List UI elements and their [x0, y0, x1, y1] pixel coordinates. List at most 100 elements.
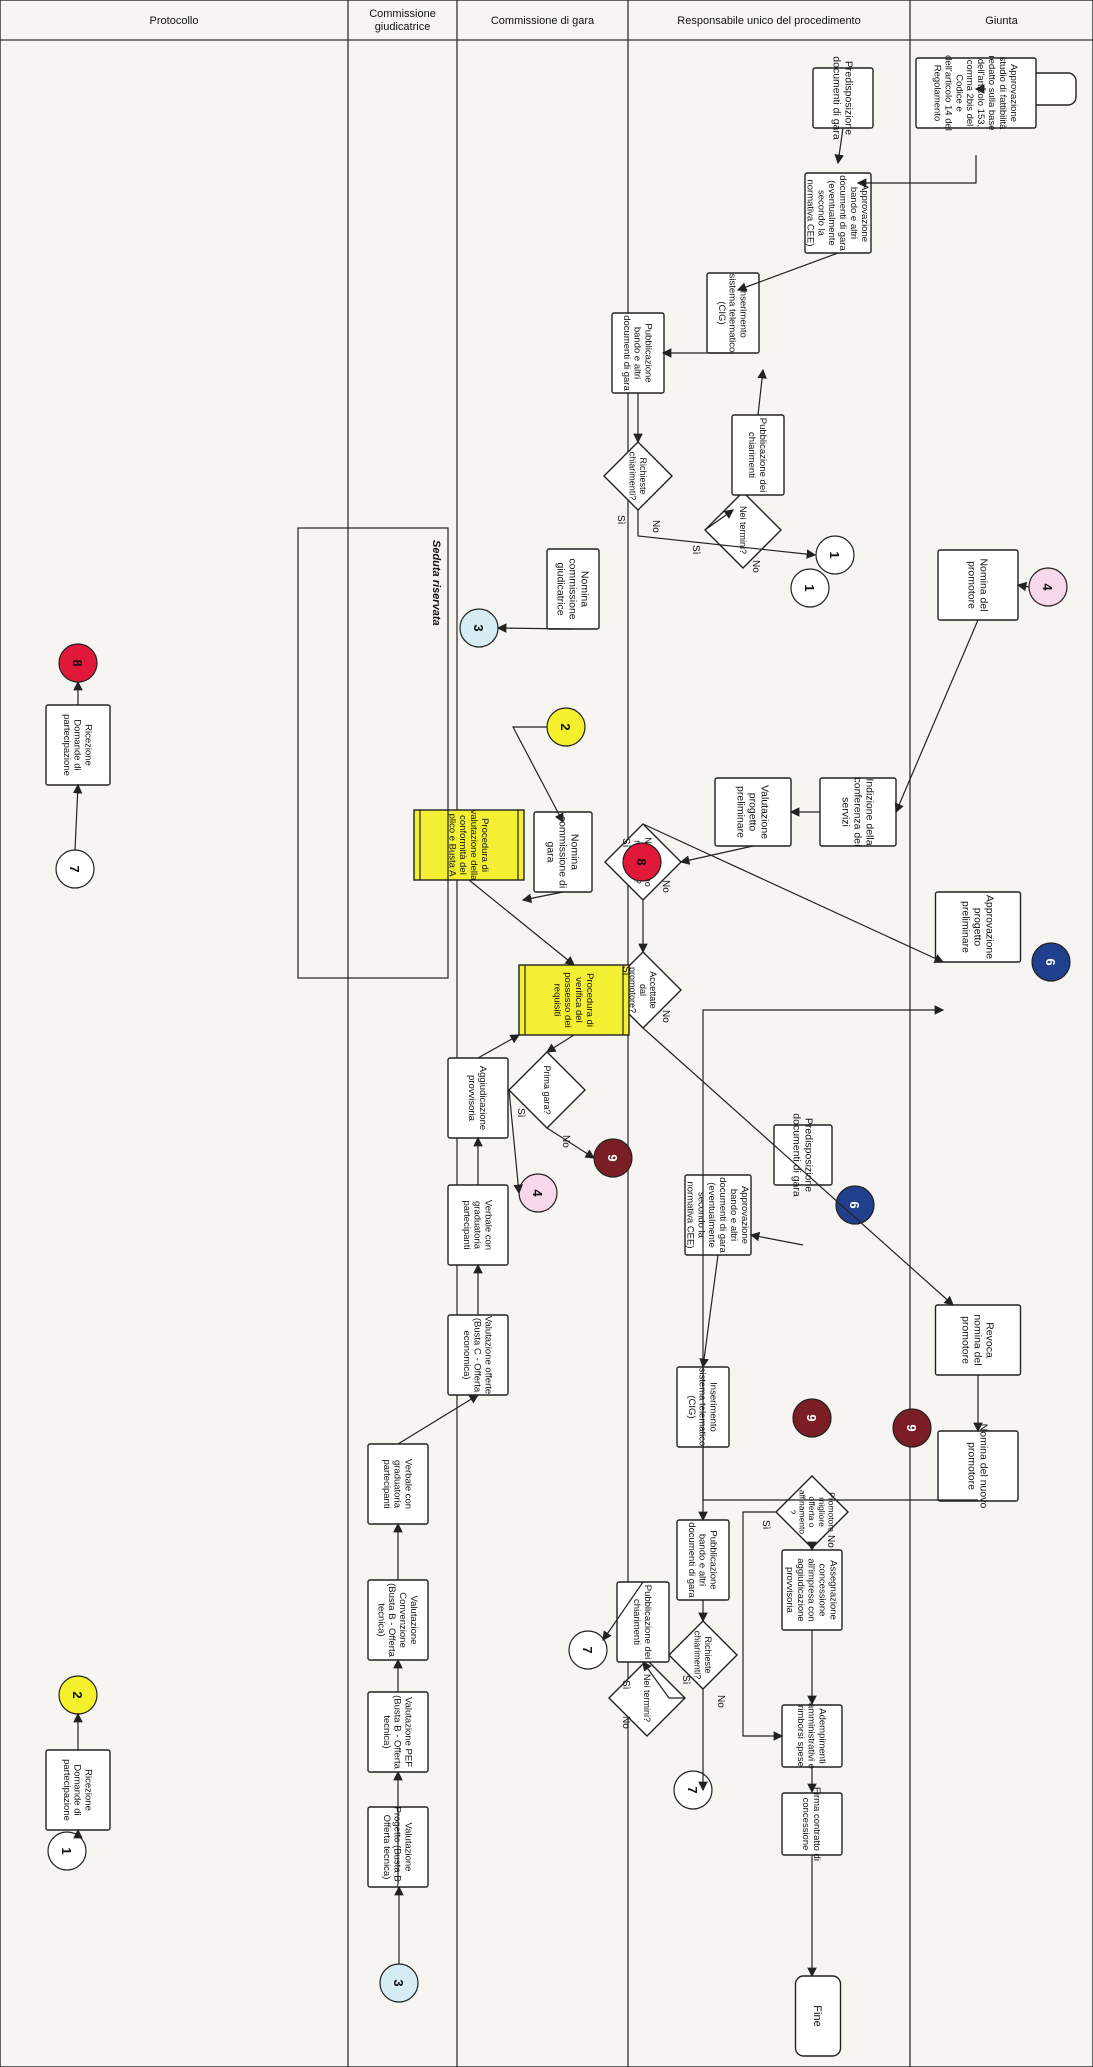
fine-text: Fine	[811, 2005, 823, 2026]
indizione-text: conferenza dei	[851, 778, 863, 847]
pubblicazione1-text: bando e altri	[632, 327, 643, 379]
flow-arrow	[757, 368, 767, 416]
connector-1: 1	[815, 535, 855, 575]
fine-shape	[794, 1975, 842, 2057]
approv-bando1-text: documenti di gara	[837, 175, 848, 251]
val-pef-text: tecnica)	[381, 1715, 392, 1748]
connector-circle	[47, 1831, 87, 1871]
pubbl-chiar1-text: chiarimenti	[746, 432, 757, 478]
predisp2-shape	[773, 1124, 833, 1186]
promotore-migliore-text: ?	[787, 1510, 797, 1515]
branch-label-no: No	[715, 1695, 726, 1708]
approv-studio-text: dell'articolo 14 del	[942, 55, 953, 131]
indizione-text: Indizione della	[863, 778, 875, 845]
connector-label: 7	[580, 1646, 595, 1653]
val-offerte-box: Valutazione offerte(Busta C - Offertaeco…	[447, 1314, 509, 1396]
approv-progetto-text: Approvazione	[983, 895, 995, 959]
connector-7: 7	[55, 849, 95, 889]
connector-2: 2	[58, 1675, 98, 1715]
pubblicazione2-text: bando e altri	[697, 1534, 708, 1586]
nomina-nuovo-text: Nomina del nuovo	[977, 1424, 989, 1509]
nei-termini1-text: Nei termini?	[738, 506, 748, 554]
assegnazione-text: aggiudicazione	[795, 1558, 806, 1621]
flow-arrow	[704, 509, 734, 531]
branch-label-si: Sì	[620, 966, 631, 976]
ricezione1-text: Ricezione	[83, 1769, 94, 1811]
branch-label-no: No	[660, 1010, 671, 1023]
lane-commissione-gara-title: Commissione di gara	[491, 15, 595, 27]
val-pef-text: Valutazione PEF	[403, 1697, 414, 1767]
connector-9: 9	[792, 1398, 832, 1438]
inserimento2-text: (CIG)	[686, 1395, 697, 1418]
val-progetto-text: Offerta tecnica)	[381, 1815, 392, 1880]
flow-arrow	[702, 1005, 978, 1501]
nei-termini2-decision: Nei termini?	[608, 1659, 686, 1737]
accettate-text: promotore?	[628, 967, 638, 1013]
branch-label-no: No	[650, 520, 661, 533]
pubblicazione1-text: Pubblicazione	[643, 323, 654, 382]
accettate-text: dal	[638, 984, 648, 996]
connector-4: 4	[1028, 567, 1068, 607]
val-convenzione-text: Convenzione	[397, 1592, 408, 1647]
lane-title-text: Protocollo	[150, 15, 199, 27]
predisp1-text: documenti di gara	[830, 56, 842, 140]
branch-label-si: Sì	[620, 838, 631, 848]
val-offerte-text: Valutazione offerte	[483, 1316, 494, 1394]
accettate-text: Accettate	[648, 971, 658, 1009]
connector-9: 9	[593, 1138, 633, 1178]
branch-label-no: No	[750, 560, 761, 573]
verbale-grad1-text: graduatoria	[392, 1460, 403, 1509]
promotore-migliore-text: affinamento	[797, 1490, 807, 1535]
flow-arrow	[1016, 581, 1030, 592]
proc-valutazione-text: plico e Busta A	[446, 814, 457, 878]
branch-label-si: Sì	[690, 545, 701, 555]
indizione-text: servizi	[839, 797, 851, 827]
connector-7: 7	[673, 1770, 713, 1810]
lane-protocollo-title: Protocollo	[150, 15, 199, 27]
connector-label: 3	[391, 1979, 406, 1986]
lane-title-text: Responsabile unico del procedimento	[677, 15, 860, 27]
flow-arrow	[699, 1254, 719, 1369]
approv-bando1-text: secondo la	[815, 190, 826, 237]
nomina-promotore-text: Nomina del	[977, 558, 989, 611]
val-convenzione-text: (Busta B - Offerta	[386, 1583, 397, 1657]
approv-studio-text: Codice e	[953, 74, 964, 112]
val-progetto-text: Valutazione	[403, 1823, 414, 1872]
flow-arrow	[894, 619, 979, 814]
flow-arrow	[642, 1027, 954, 1306]
approv-bando2-text: (eventualmente	[706, 1182, 717, 1247]
pubblicazione2-text: Pubblicazione	[708, 1530, 719, 1589]
verbale-grad1-text: partecipanti	[381, 1459, 392, 1508]
nomina-promotore-text: promotore	[965, 561, 977, 609]
approv-bando2-text: Approvazione	[739, 1186, 750, 1244]
inserimento1-text: Inserimento	[738, 288, 749, 338]
flow-arrow	[679, 845, 754, 865]
connector-label: 3	[471, 624, 486, 631]
connector-label: 4	[530, 1189, 545, 1197]
valutazione-prel-text: progetto	[746, 793, 758, 832]
branch-label-no: No	[620, 1716, 631, 1729]
ricezione1-text: partecipazione	[61, 1759, 72, 1821]
approv-progetto-text: progetto	[971, 908, 983, 947]
connector-circle	[568, 1630, 608, 1670]
connector-circle	[1031, 942, 1071, 982]
nei-termini1-decision: Nei termini?	[704, 491, 782, 569]
connector-label: 9	[804, 1414, 819, 1421]
revoca-text: nomina del	[971, 1314, 983, 1365]
flow-arrow	[642, 1661, 685, 1699]
flow-arrow	[512, 726, 564, 824]
